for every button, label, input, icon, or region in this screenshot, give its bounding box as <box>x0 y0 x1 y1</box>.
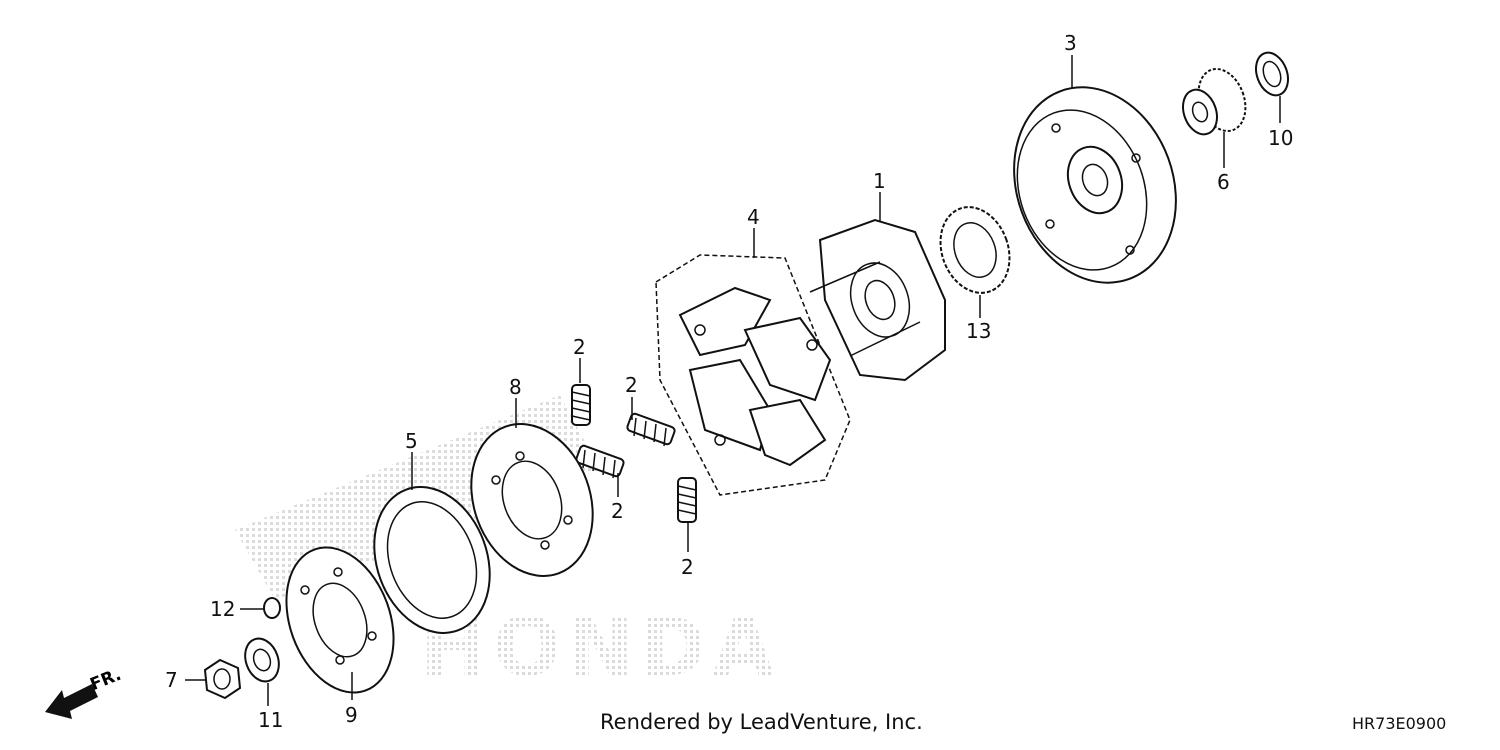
hex-nut-7 <box>203 658 242 700</box>
leader-lines <box>185 55 1281 706</box>
drive-plate <box>809 218 946 382</box>
washer-11 <box>244 637 280 683</box>
friction-ring <box>373 486 491 634</box>
callout-2b: 2 <box>625 373 638 397</box>
drive-gear <box>1182 68 1247 136</box>
callout-11: 11 <box>258 708 283 732</box>
callout-5: 5 <box>405 429 418 453</box>
plate-9 <box>285 546 395 694</box>
diagram-code: HR73E0900 <box>1352 714 1447 733</box>
nut-12 <box>263 597 281 619</box>
spring-2b <box>626 412 676 447</box>
callout-2c: 2 <box>611 499 624 523</box>
callout-6: 6 <box>1217 170 1230 194</box>
drive-plate-8 <box>470 423 594 577</box>
spring-2d <box>677 477 697 523</box>
spring-2a <box>571 384 591 426</box>
washer-10 <box>1255 51 1289 97</box>
callout-numbers: 1 2 2 2 2 3 4 5 6 7 8 9 10 11 12 13 <box>165 31 1293 732</box>
clutch-outer-drum <box>1013 86 1177 284</box>
callout-4: 4 <box>747 205 760 229</box>
callout-10: 10 <box>1268 126 1293 150</box>
callout-3: 3 <box>1064 31 1077 55</box>
callout-1: 1 <box>873 169 886 193</box>
one-way-clutch <box>939 206 1011 294</box>
callout-2d: 2 <box>681 555 694 579</box>
svg-text:HONDA: HONDA <box>420 601 780 694</box>
callout-7: 7 <box>165 668 178 692</box>
callout-9: 9 <box>345 703 358 727</box>
front-arrow-icon <box>45 684 98 719</box>
callout-8: 8 <box>509 375 522 399</box>
clutch-shoe-assembly <box>655 254 851 496</box>
callout-12: 12 <box>210 597 235 621</box>
callout-2a: 2 <box>573 335 586 359</box>
render-credit: Rendered by LeadVenture, Inc. <box>600 710 923 734</box>
spring-2c <box>575 444 625 479</box>
callout-13: 13 <box>966 319 991 343</box>
